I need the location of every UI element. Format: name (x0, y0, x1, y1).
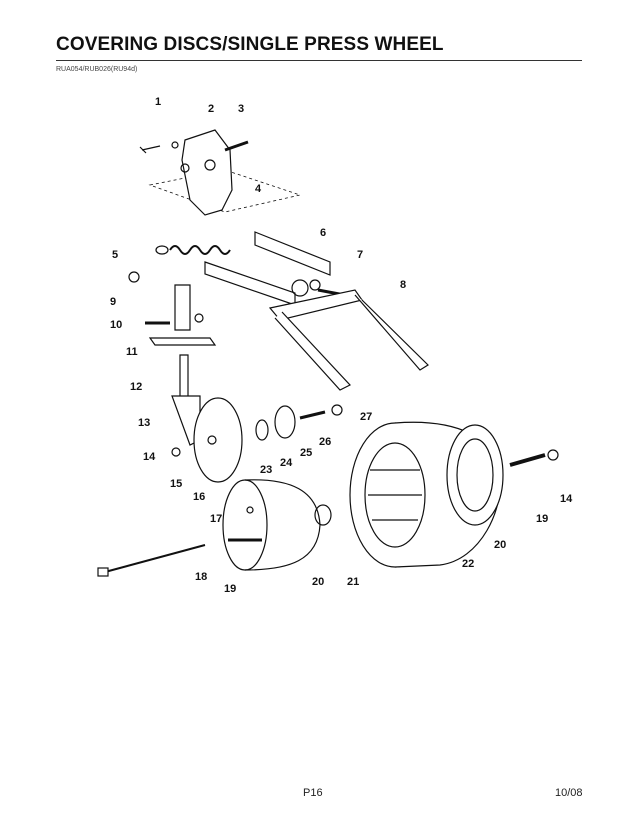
callout-19: 19 (224, 583, 236, 595)
callout-24: 24 (280, 457, 293, 469)
callout-25: 25 (300, 447, 312, 459)
callout-20b: 20 (494, 539, 506, 551)
callout-7: 7 (357, 249, 363, 261)
callout-11: 11 (126, 346, 138, 358)
callout-9: 9 (110, 296, 116, 308)
callout-1: 1 (155, 96, 161, 108)
callout-12: 12 (130, 381, 142, 393)
callout-26: 26 (319, 436, 331, 448)
callout-8: 8 (400, 279, 406, 291)
revision-date: 10/08 (555, 787, 583, 799)
callout-13: 13 (138, 417, 150, 429)
title-rule (56, 60, 582, 61)
callout-22: 22 (462, 558, 474, 570)
callout-17: 17 (210, 513, 222, 525)
callout-5: 5 (112, 249, 118, 261)
callout-14: 14 (143, 451, 156, 463)
page-number: P16 (303, 787, 323, 799)
callout-21: 21 (347, 576, 359, 588)
callout-3: 3 (238, 103, 244, 115)
callout-14b: 14 (560, 493, 573, 505)
callout-20: 20 (312, 576, 324, 588)
callout-15: 15 (170, 478, 182, 490)
model-numbers: RUA054/RUB026(RU94d) (56, 66, 138, 73)
callout-16: 16 (193, 491, 205, 503)
callout-6: 6 (320, 227, 326, 239)
page-title: COVERING DISCS/SINGLE PRESS WHEEL (56, 34, 444, 55)
callout-18: 18 (195, 571, 207, 583)
callout-10: 10 (110, 319, 122, 331)
callout-23: 23 (260, 464, 272, 476)
callout-27: 27 (360, 411, 372, 423)
callout-4: 4 (255, 183, 262, 195)
callout-2: 2 (208, 103, 214, 115)
callout-19b: 19 (536, 513, 548, 525)
